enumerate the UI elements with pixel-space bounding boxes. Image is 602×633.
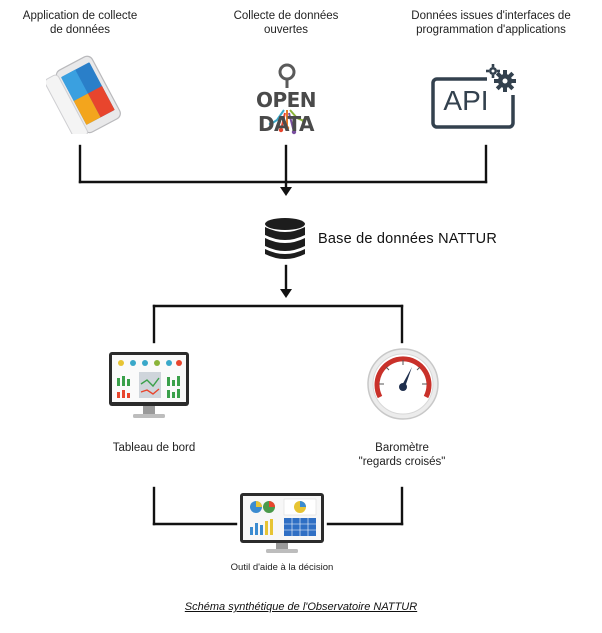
source-label-app: Application de collecte de données (22, 10, 138, 36)
figure-caption: Schéma synthétique de l'Observatoire NAT… (184, 601, 418, 613)
source-label-api: Données issues d'interfaces de programma… (411, 10, 571, 36)
speedometer-icon (367, 348, 439, 420)
database-label: Base de données NATTUR (318, 231, 498, 247)
decision-monitor-icon (240, 493, 324, 553)
arrow-head-db (280, 289, 292, 298)
arrow-head-top (280, 187, 292, 196)
smartphone-icon (46, 55, 121, 134)
source-label-opendata: Collecte de données ouvertes (233, 10, 339, 36)
dashboard-monitor-icon (109, 352, 189, 418)
open-data-logo: OPEN DATA (231, 58, 341, 140)
database-icon (265, 218, 305, 259)
api-gear-icon: API (427, 63, 525, 133)
output-label-dashboard: Tableau de bord (112, 442, 196, 454)
open-data-logo-text: OPEN DATA (255, 88, 317, 136)
api-logo-text: API (443, 85, 489, 116)
decision-tool-label: Outil d'aide à la décision (230, 562, 334, 573)
output-label-barometer: Baromètre "regards croisés" (358, 442, 446, 468)
